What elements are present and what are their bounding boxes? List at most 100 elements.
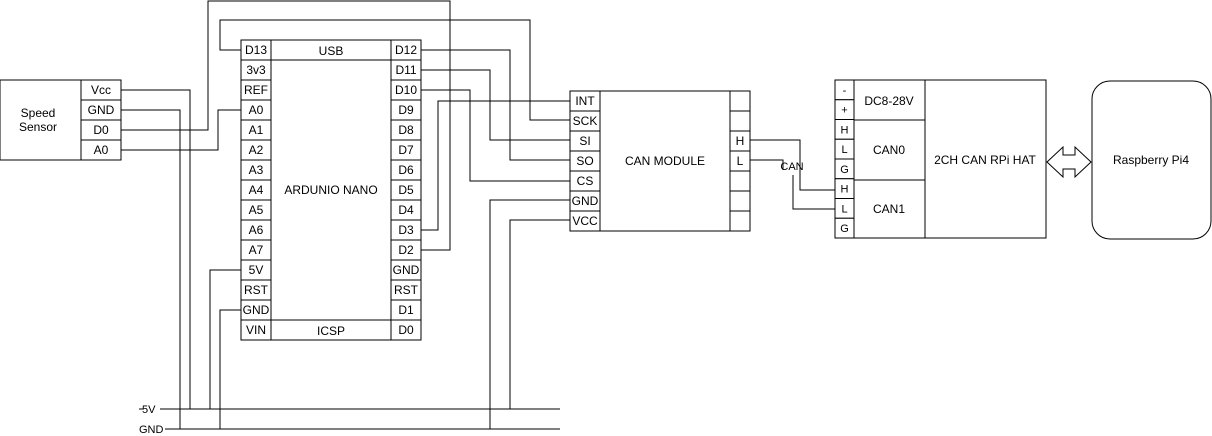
speed-sensor-body <box>0 79 82 161</box>
can-hat: DC8-28V CAN0 CAN1 2CH CAN RPi HAT -+HLGH… <box>834 79 1047 239</box>
nano-pin-left-d13-0-label: D13 <box>245 43 267 57</box>
nano-pin-left-ref-2-label: REF <box>244 83 268 97</box>
wire-nano-gnd <box>219 309 241 429</box>
wire-d11-si <box>421 69 570 141</box>
nano-pin-left-rst-12-label: RST <box>244 283 269 297</box>
nano-pin-left-a1-4-label: A1 <box>249 123 264 137</box>
hat-can1-label: CAN1 <box>873 202 905 216</box>
can-pin-right-pin-4-4-cell <box>729 170 751 192</box>
nano-pin-left-a7-10-label: A7 <box>249 243 264 257</box>
nano-pin-right-d3-9-label: D3 <box>398 223 414 237</box>
can-pin-left-vcc-6-label: VCC <box>572 214 598 228</box>
nano-pin-left-a0-3-label: A0 <box>249 103 264 117</box>
nano-pin-right-d8-4-label: D8 <box>398 123 414 137</box>
can-pin-right-pin-0-0-cell <box>729 90 751 112</box>
can-module-right-pins: HL <box>729 90 751 232</box>
can-pin-left-so-3-label: SO <box>576 154 593 168</box>
wires <box>121 0 835 430</box>
can-bus-label: CAN <box>780 161 803 173</box>
nano-pin-right-rst-12-label: RST <box>394 283 419 297</box>
speed-sensor-title-line1: Speed <box>21 106 56 120</box>
can-pin-left-gnd-5-label: GND <box>572 194 599 208</box>
hat-body <box>834 79 1047 239</box>
can-pin-right-l-3-label: L <box>737 154 744 168</box>
5v-rail-label: 5V <box>142 404 156 416</box>
hat-pin-g-7-cell <box>834 217 855 239</box>
gnd-rail-label: GND <box>139 424 164 436</box>
nano-pin-left-a4-7-label: A4 <box>249 183 264 197</box>
wire-can-l <box>750 159 784 170</box>
nano-pin-left-a3-6-label: A3 <box>249 163 264 177</box>
wire-can-l2 <box>792 175 835 210</box>
can-pin-left-sck-1-label: SCK <box>573 114 598 128</box>
wire-nano-5v <box>209 269 241 409</box>
hat-power-label: DC8-28V <box>864 94 913 108</box>
can-module-left-pins: INT SCK SI SO CS GND VCC <box>569 90 601 232</box>
icsp-label: ICSP <box>317 324 345 338</box>
wire-sensor-vcc <box>121 89 191 409</box>
nano-pin-left-a6-9-label: A6 <box>249 223 264 237</box>
hat-pin-pin-0-0-label: - <box>843 85 847 97</box>
wire-d3-int <box>421 100 570 231</box>
wire-d12-so <box>421 49 570 161</box>
nano-pin-right-d4-8-label: D4 <box>398 203 414 217</box>
nano-pin-left-a2-5-label: A2 <box>249 143 264 157</box>
nano-pin-right-d11-1-label: D11 <box>395 63 416 77</box>
can-pin-left-int-0-label: INT <box>575 94 595 108</box>
nano-pin-right-d0-14-label: D0 <box>398 323 414 337</box>
can-pin-right-pin-5-5-cell <box>729 190 751 212</box>
sensor-pin-a0-3-cell <box>80 139 122 161</box>
sensor-pin-vcc-0-label: Vcc <box>91 83 111 97</box>
sensor-pin-d0-2-label: D0 <box>93 123 109 137</box>
wire-d13-sck <box>219 19 570 121</box>
nano-pin-right-d2-10-label: D2 <box>398 243 414 257</box>
wire-can-h <box>750 139 835 191</box>
wire-can-vcc <box>509 219 570 409</box>
speed-sensor-title-line2: Sensor <box>19 120 57 134</box>
nano-pin-left-3v3-1-label: 3v3 <box>246 63 266 77</box>
hat-pin-l-6-label: L <box>841 203 847 215</box>
can-pin-right-pin-1-1-cell <box>729 110 751 132</box>
nano-pin-left-5v-11-label: 5V <box>249 263 264 277</box>
wire-sensor-a0 <box>121 109 241 151</box>
nano-pin-right-d12-0-label: D12 <box>395 43 417 57</box>
arduino-name: ARDUNIO NANO <box>284 183 377 197</box>
wire-can-gnd <box>489 199 570 429</box>
nano-pin-right-d7-5-label: D7 <box>398 143 414 157</box>
bidirectional-arrow-icon <box>1046 145 1092 179</box>
hat-pin-g-4-label: G <box>840 164 849 176</box>
raspberry-pi-body <box>1091 80 1212 240</box>
can-pin-left-si-2-label: SI <box>579 134 590 148</box>
can-pin-right-h-2-label: H <box>736 134 745 148</box>
hat-can0-label: CAN0 <box>873 143 905 157</box>
wire-d10-cs <box>421 89 570 182</box>
hat-pin-h-2-label: H <box>841 124 849 136</box>
hat-pin-h-5-label: H <box>841 184 849 196</box>
nano-pin-left-a5-8-label: A5 <box>249 203 264 217</box>
can-pin-right-pin-6-6-cell <box>729 210 751 232</box>
nano-pin-left-vin-14-label: VIN <box>246 323 266 337</box>
nano-pin-right-d9-3-label: D9 <box>398 103 414 117</box>
nano-pin-right-gnd-11-label: GND <box>393 263 420 277</box>
wire-sensor-d0 <box>121 0 451 251</box>
sensor-pin-gnd-1-label: GND <box>88 103 115 117</box>
nano-pin-left-gnd-13-label: GND <box>243 303 270 317</box>
raspberry-pi: Raspberry Pi4 <box>1091 80 1212 240</box>
nano-pin-right-d0-14-cell <box>390 319 422 341</box>
hat-pin-l-3-label: L <box>841 144 847 156</box>
sensor-pin-a0-3-label: A0 <box>94 143 109 157</box>
raspberry-pi-name: Raspberry Pi4 <box>1113 153 1189 167</box>
can-pin-left-vcc-6-cell <box>569 210 601 232</box>
nano-pin-right-d1-13-label: D1 <box>398 303 414 317</box>
can-pin-left-cs-4-label: CS <box>577 174 594 188</box>
hat-pin-g-7-label: G <box>840 223 849 235</box>
nano-pin-right-d5-7-label: D5 <box>398 183 414 197</box>
nano-pin-left-vin-14-cell <box>240 319 272 341</box>
usb-label: USB <box>319 44 344 58</box>
